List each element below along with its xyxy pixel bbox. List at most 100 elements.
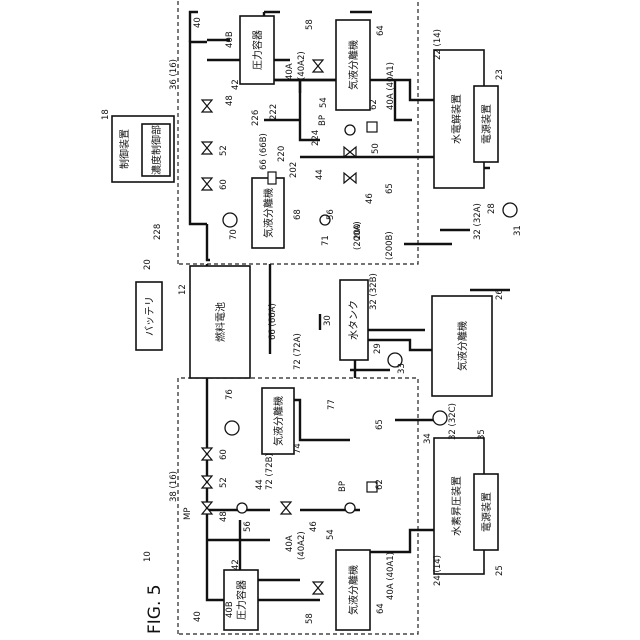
central-separator-label: 気液分離機 [456, 321, 469, 371]
ref-40a-upper: 40A [285, 63, 295, 80]
valve-60-lower [202, 448, 212, 460]
lower-right-separator-label: 気液分離機 [347, 565, 360, 615]
ref-42-lower: 42 [231, 559, 241, 570]
ref-200b: (200B) [385, 231, 395, 260]
battery-label: バッテリ [144, 296, 156, 336]
ref-40b-lower: 40B [225, 601, 235, 618]
ref-28: 28 [487, 203, 497, 214]
ref-46-upper: 46 [365, 193, 375, 204]
ref-76: 76 [225, 389, 235, 400]
ref-12: 12 [178, 284, 188, 295]
ref-48-lower: 48 [219, 511, 229, 522]
valve-58-upper [313, 60, 323, 72]
ref-44-upper: 44 [315, 169, 325, 180]
lower-pressure-vessel-label: 圧力容器 [235, 580, 248, 620]
sensor-62-upper [367, 122, 377, 132]
ref-40-lower: 40 [193, 611, 203, 622]
valve-46-lower [281, 502, 291, 514]
ref-56-lower: 56 [243, 521, 253, 532]
pump-28 [503, 203, 517, 217]
ref-33: 33 [397, 363, 407, 374]
pump-56-lower [237, 503, 247, 513]
ref-226: 226 [251, 110, 261, 126]
ref-54-lower: 54 [326, 529, 336, 540]
ref-64-lower: 64 [376, 603, 386, 614]
ref-71: 71 [321, 235, 331, 246]
ref-60-lower: 60 [219, 449, 229, 460]
concentration-controller-label: 濃度制御部 [150, 125, 163, 175]
ref-58-lower: 58 [305, 613, 315, 624]
pump-54-lower [345, 503, 355, 513]
ref-40a1-lower: 40A (40A1) [386, 552, 396, 600]
ref-72a: 72 (72A) [293, 333, 303, 370]
valve-52-lower [202, 476, 212, 488]
ref-32b: 32 (32B) [369, 273, 379, 310]
valve-52-upper [202, 142, 212, 154]
ref-22: 22 (14) [433, 29, 443, 60]
ref-35: 35 [477, 429, 487, 440]
ref-58-upper: 58 [305, 19, 315, 30]
ref-38: 38 (16) [169, 471, 179, 502]
ref-60-upper: 60 [219, 179, 229, 190]
ref-bp-lower: BP [338, 481, 348, 492]
ref-40a2-lower: (40A2) [297, 531, 307, 560]
ref-202: 202 [289, 162, 299, 178]
ref-72b: 72 (72B) [265, 453, 275, 490]
ref-32c: 32 (32C) [448, 403, 458, 440]
ref-77: 77 [327, 399, 337, 410]
ref-10: 10 [143, 551, 153, 562]
lower-separator-label: 気液分離機 [272, 396, 285, 446]
power-supply-upper-label: 電源装置 [480, 104, 493, 144]
ref-65-lower: 65 [375, 419, 385, 430]
upper-right-separator-label: 気液分離機 [347, 40, 360, 90]
ref-50: 50 [371, 143, 381, 154]
figure-title: FIG. 5 [145, 584, 165, 634]
ref-224: 224 [311, 130, 321, 146]
sensor-202 [268, 172, 276, 184]
valve-58-lower [313, 582, 323, 594]
ref-200a: (200A) [353, 221, 363, 250]
ref-24: 24 (14) [433, 555, 443, 586]
power-supply-lower-label: 電源装置 [480, 492, 493, 532]
ref-48-upper: 48 [225, 95, 235, 106]
ref-46-lower: 46 [309, 521, 319, 532]
ref-mp: MP [183, 508, 193, 520]
ref-62-lower: 62 [375, 479, 385, 490]
fuel-cell-label: 燃料電池 [214, 302, 227, 342]
upper-pressure-vessel-label: 圧力容器 [251, 30, 264, 70]
ref-74: 74 [293, 443, 303, 454]
valve-48-lower [202, 502, 212, 514]
ref-68: 68 [293, 209, 303, 220]
ref-66a: 66 (66A) [268, 303, 278, 340]
ref-64-upper: 64 [376, 25, 386, 36]
control-device-label: 制御装置 [118, 129, 131, 169]
ref-40a1-upper: 40A (40A1) [386, 62, 396, 110]
ref-bp-upper: BP [318, 115, 328, 126]
ref-26: 26 [495, 289, 505, 300]
ref-36: 36 (16) [169, 59, 179, 90]
pump-76 [225, 421, 239, 435]
ref-52-lower: 52 [219, 477, 229, 488]
ref-228: 228 [153, 224, 163, 240]
ref-40b-upper: 40B [225, 31, 235, 48]
ref-30: 30 [323, 315, 333, 326]
ref-52-upper: 52 [219, 145, 229, 156]
ref-18: 18 [101, 109, 111, 120]
ref-31: 31 [513, 225, 523, 236]
valve-48-upper [202, 100, 212, 112]
pump-70 [223, 213, 237, 227]
ref-32a: 32 (32A) [473, 203, 483, 240]
ref-220: 220 [277, 146, 287, 162]
water-tank-label: 水タンク [348, 300, 360, 340]
pump-34 [433, 411, 447, 425]
water-electrolyzer-label: 水電解装置 [450, 94, 463, 144]
ref-42-upper: 42 [231, 79, 241, 90]
valve-60-upper [202, 178, 212, 190]
ref-44-lower: 44 [255, 479, 265, 490]
pump-54-upper [345, 125, 355, 135]
valve-50 [344, 147, 356, 157]
lower-subsystem-frame [178, 378, 418, 634]
ref-20: 20 [143, 259, 153, 270]
valve-46-upper [344, 173, 356, 183]
